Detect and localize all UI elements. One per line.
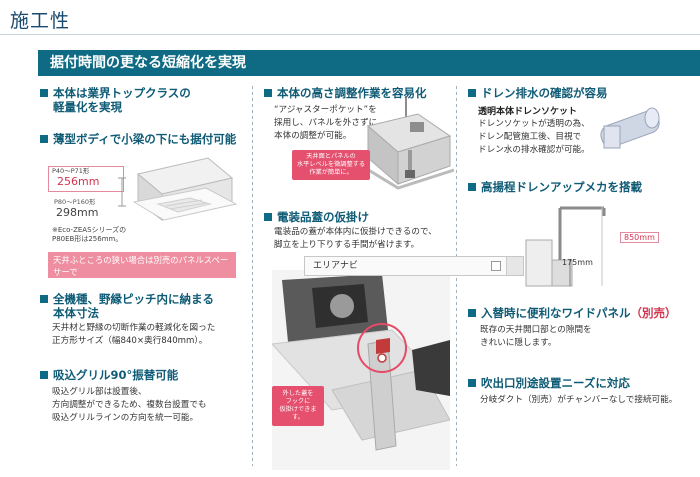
height-adjust-text: “アジャスターポケット”を 採用し、パネルを外さずに 本体の調整が可能。 — [274, 105, 378, 141]
area-navi-window-bar[interactable]: エリアナビ — [304, 256, 524, 276]
drain-socket-illustration — [594, 100, 666, 156]
drain-check-text: ドレンソケットが透明の為、 ドレン配管施工後、目視で ドレン水の排水確認が可能。 — [478, 119, 590, 155]
drain-lift-diagram — [525, 206, 606, 287]
page-title: 施工性 — [10, 10, 71, 32]
adjuster-pocket-illustration — [361, 96, 454, 190]
bullet-square-icon — [40, 89, 48, 97]
bullet-square-icon — [468, 309, 476, 317]
bullet-square-icon — [40, 371, 48, 379]
thin-body-heading: 薄型ボディで小梁の下にも据付可能 — [40, 132, 236, 146]
bullet-square-icon — [40, 135, 48, 143]
outlet-install-text: 分岐ダクト（別売）がチャンバーなしで接続可能。 — [480, 395, 678, 405]
drain-check-heading: ドレン排水の確認が容易 — [468, 86, 608, 100]
area-navi-label: エリアナビ — [313, 261, 358, 271]
bullet-square-icon — [468, 183, 476, 191]
drain-socket-subtitle: 透明本体ドレンソケット — [478, 107, 578, 117]
cover-hook-heading: 電装品蓋の仮掛け — [264, 210, 369, 224]
eco-zeas-note: ※Eco-ZEASシリーズの P80EB形は256mm。 — [52, 226, 127, 243]
wide-panel-text: 既存の天井開口部との隙間を きれいに隠します。 — [480, 325, 592, 348]
grille-rotation-heading: 吸込グリル90°振替可能 — [40, 368, 178, 382]
drain-up-heading: 高揚程ドレンアップメカを搭載 — [468, 180, 642, 194]
lightweight-heading: 本体は業界トップクラスの 軽量化を実現 — [40, 86, 191, 114]
lift-height-175: 175mm — [562, 258, 593, 267]
dimension-callout-298: P80～P160形 298mm — [54, 198, 99, 219]
bullet-square-icon — [468, 89, 476, 97]
pitch-fit-text: 天井材と野縁の切断作業の軽減化を図った 正方形サイズ（幅840×奥行840mm）… — [52, 323, 216, 346]
dimension-callout-256: P40～P71形 256mm — [48, 166, 124, 192]
grille-rotation-text: 吸込グリル部は設置後、 方向調整ができるため、複数台設置でも 吸込グリルラインの… — [52, 387, 207, 423]
title-divider — [0, 34, 700, 35]
cover-hook-text: 電装品の蓋が本体内に仮掛けできるので、 脚立を上り下りする手間が省けます。 — [274, 227, 437, 250]
thin-indoor-unit-illustration — [118, 157, 238, 221]
window-edge-strip — [506, 257, 523, 275]
tool-icon — [405, 150, 415, 178]
bullet-square-icon — [468, 379, 476, 387]
column-divider-2 — [456, 86, 457, 466]
adjust-level-badge: 天井面とパネルの 水平レベルを微調整する 作業が簡単に。 — [292, 150, 370, 180]
bullet-square-icon — [40, 295, 48, 303]
lift-height-850: 850mm — [620, 232, 659, 243]
height-adjust-heading: 本体の高さ調整作業を容易化 — [264, 86, 427, 100]
maximize-button[interactable] — [491, 261, 501, 271]
outlet-install-heading: 吹出口別途設置ニーズに対応 — [468, 376, 630, 390]
bullet-square-icon — [264, 89, 272, 97]
pitch-fit-heading: 全機種、野縁ピッチ内に納まる 本体寸法 — [40, 292, 214, 320]
section-banner: 据付時間の更なる短縮化を実現 — [38, 50, 700, 76]
hook-badge: 外した蓋を フックに 仮掛けできます。 — [272, 386, 324, 426]
wide-panel-heading: 入替時に便利なワイドパネル（別売） — [468, 306, 677, 320]
column-divider-1 — [252, 86, 253, 466]
panel-spacer-note: 天井ふところの狭い場合は別売のパネルスペーサーで 対応（詳細はP.235をご覧く… — [48, 252, 236, 289]
electrical-cover-photo — [272, 270, 450, 470]
bullet-square-icon — [264, 213, 272, 221]
